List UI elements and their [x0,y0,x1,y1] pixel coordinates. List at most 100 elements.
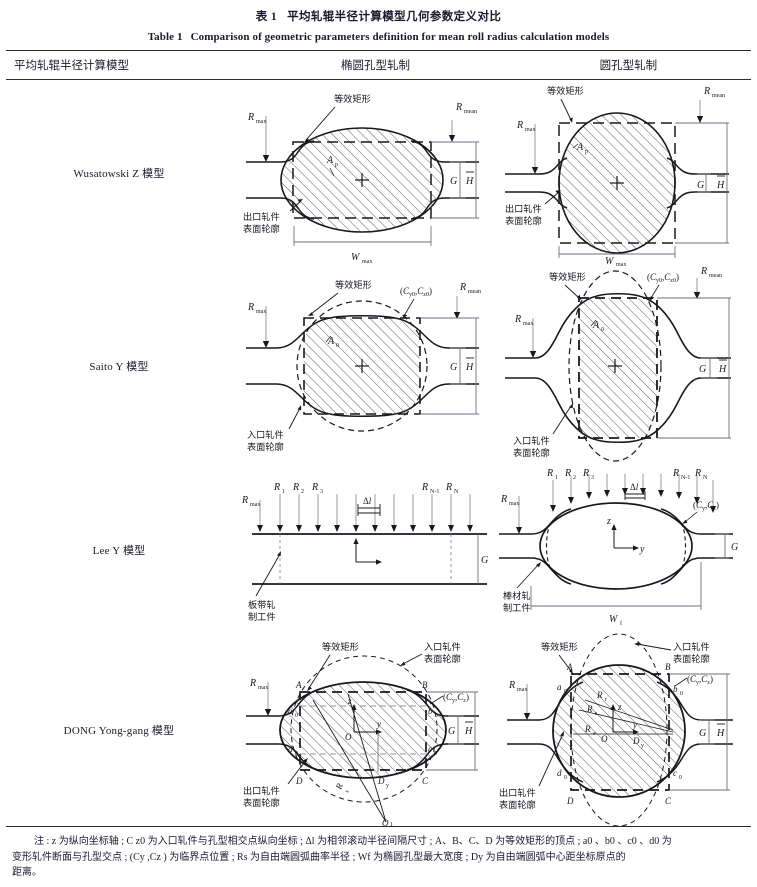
svg-text:R: R [514,314,521,325]
svg-text:0: 0 [295,751,298,757]
caption-english-label: Table 1 [147,31,183,43]
label-vertex-A: A [295,680,302,690]
svg-text:A: A [326,155,334,166]
svg-text:mean: mean [464,109,477,115]
label-exit-piece-line2: 表面轮廓 [243,223,280,235]
svg-text:max: max [362,259,372,265]
svg-text:R: R [508,680,515,691]
svg-text:R: R [459,282,466,293]
svg-text:max: max [256,119,266,125]
svg-text:R: R [582,468,589,479]
label-vertex-A: A [566,662,573,672]
column-header-elliptical: 椭圆孔型轧制 [341,60,411,72]
table-top-rule [6,50,751,51]
svg-text:z: z [617,702,622,712]
label-critical-point: (Cy,Cz) [687,674,713,686]
svg-text:N-1: N-1 [430,489,439,495]
label-vertex-B: B [422,680,428,690]
label-critical-point: (Cy,Cz) [443,692,469,704]
table-row: Saito Y 模型 [0,266,757,466]
label-equivalent-rectangle: 等效矩形 [322,641,359,653]
svg-text:max: max [525,127,535,133]
svg-text:R: R [445,482,452,493]
table-body: Wusatowski Z 模型 [0,80,757,828]
svg-text:d: d [288,744,293,754]
svg-text:R: R [516,120,523,131]
svg-text:0: 0 [564,689,567,695]
svg-text:H: H [716,728,725,739]
svg-text:D: D [377,776,385,786]
svg-text:H: H [716,180,725,191]
label-vertex-D: D [566,796,574,806]
svg-text:N-1: N-1 [681,475,690,481]
table-header-row: 平均轧辊半径计算模型 椭圆孔型轧制 圆孔型轧制 [0,51,757,79]
svg-text:1: 1 [555,475,558,481]
svg-text:G: G [448,726,455,737]
label-vertex-D: D [295,776,303,786]
svg-text:max: max [258,685,268,691]
label-exit-piece-line1: 出口轧件 [243,785,280,797]
svg-text:A: A [576,142,584,153]
svg-text:mean: mean [468,289,481,295]
svg-text:z: z [606,516,611,527]
svg-text:G: G [731,542,738,553]
svg-text:R: R [584,724,591,734]
svg-text:0: 0 [680,691,683,697]
svg-text:p: p [585,149,588,155]
svg-text:e: e [593,731,596,737]
svg-text:0: 0 [336,343,339,349]
svg-text:mean: mean [712,93,725,99]
footnote-line-3: 距离。 [12,867,42,878]
svg-text:R: R [249,678,256,689]
svg-text:a: a [557,682,562,692]
svg-text:G: G [481,555,488,566]
label-entry-piece-line2: 表面轮廓 [247,441,284,453]
label-critical-point: (Cy0,Cz0) [400,286,432,298]
svg-text:s: s [595,711,598,717]
svg-text:O: O [601,734,608,744]
footnote-line-1: 注 : z 为纵向坐标轴 ; C z0 为入口轧件与孔型相交点纵向坐标 ; Δl… [34,836,672,847]
label-exit-piece-line2: 表面轮廓 [243,797,280,809]
figure-lee-bar: R max R 1 R 2 R 3 R N-1 R N Δl [487,466,745,634]
label-bar-work-line2: 制工件 [503,602,531,614]
label-strip-work-line2: 制工件 [248,611,276,623]
label-exit-piece-line1: 出口轧件 [243,211,280,223]
figure-saito-elliptical: R max R mean 等效矩形 入口轧件 表面轮廓 A 0 [238,266,487,466]
table-row: Lee Y 模型 [0,466,757,634]
svg-text:D: D [632,736,640,746]
label-entry-piece-line1: 入口轧件 [247,429,284,441]
svg-text:R: R [273,482,280,493]
svg-text:R: R [564,468,571,479]
svg-text:a: a [288,706,293,716]
svg-text:max: max [616,262,626,268]
label-equivalent-rectangle: 等效矩形 [334,93,371,105]
svg-text:max: max [523,321,533,327]
table-footnote: 注 : z 为纵向坐标轴 ; C z0 为入口轧件与孔型相交点纵向坐标 ; Δl… [0,827,757,881]
label-equivalent-rectangle: 等效矩形 [547,85,584,97]
svg-text:3: 3 [591,475,594,481]
figure-dong-circular: z y O R r R s R e D y 等效矩形 [487,633,745,827]
table-row: Wusatowski Z 模型 [0,80,757,268]
svg-text:N: N [454,489,459,495]
svg-text:0: 0 [679,775,682,781]
svg-text:R: R [247,302,254,313]
svg-text:A: A [592,320,600,331]
label-equivalent-rectangle: 等效矩形 [549,271,586,283]
svg-text:y: y [641,743,644,749]
svg-text:H: H [465,176,474,187]
label-exit-piece-line1: 出口轧件 [505,203,542,215]
svg-text:max: max [509,501,519,507]
label-exit-piece-line1: 出口轧件 [499,787,536,799]
caption-english-title: Comparison of geometric parameters defin… [190,31,610,43]
svg-text:R: R [546,468,553,479]
svg-text:d: d [557,768,562,778]
svg-text:G: G [450,176,457,187]
row-label-wusatowski: Wusatowski Z 模型 [73,168,165,180]
svg-text:max: max [517,687,527,693]
svg-text:r: r [605,697,607,703]
svg-text:R: R [241,495,248,506]
svg-text:W: W [609,614,619,625]
label-strip-work-line1: 板带轧 [248,599,276,611]
svg-text:y: y [632,720,637,730]
